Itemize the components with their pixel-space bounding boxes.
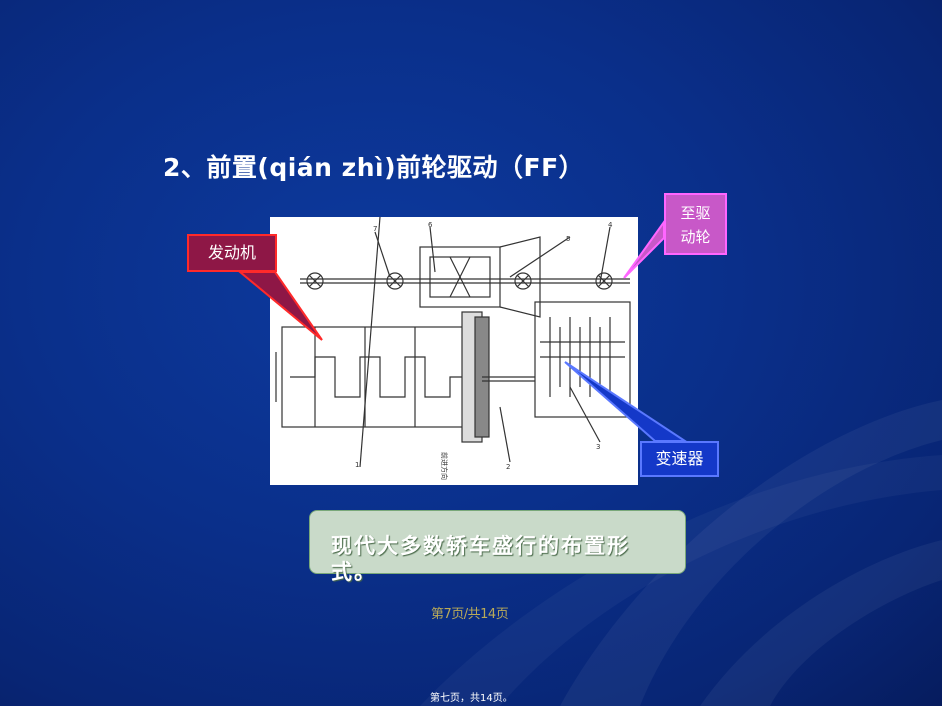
drivetrain-schematic: 1 2 3 4 5 6 7 前进方向 — [275, 216, 631, 480]
diagram-label-7: 7 — [373, 225, 377, 233]
slide-title: 2、前置(qián zhì)前轮驱动（FF） — [163, 153, 585, 182]
diagram-label-5: 5 — [566, 235, 570, 243]
diagram-label-4: 4 — [608, 221, 613, 229]
drive-wheel-callout: 至驱 动轮 — [664, 193, 727, 255]
page-number-label: 第7页/共14页 — [431, 607, 509, 622]
gearbox-callout: 变速器 — [640, 441, 719, 477]
diagram-label-2: 2 — [506, 463, 510, 471]
note-box — [309, 510, 686, 574]
drivetrain-diagram: 1 2 3 4 5 6 7 前进方向 — [270, 216, 638, 485]
diagram-label-6: 6 — [428, 221, 433, 229]
footer-page-label: 第七页，共14页。 — [430, 693, 513, 704]
drive-wheel-callout-line2: 动轮 — [680, 228, 711, 246]
note-text: 现代大多数轿车盛行的布置形式。 — [331, 534, 630, 584]
drive-wheel-callout-line1: 至驱 — [680, 204, 711, 222]
direction-label: 前进方向 — [440, 452, 449, 480]
engine-callout: 发动机 — [187, 234, 277, 272]
diagram-label-3: 3 — [596, 443, 600, 451]
diagram-label-1: 1 — [355, 461, 359, 469]
